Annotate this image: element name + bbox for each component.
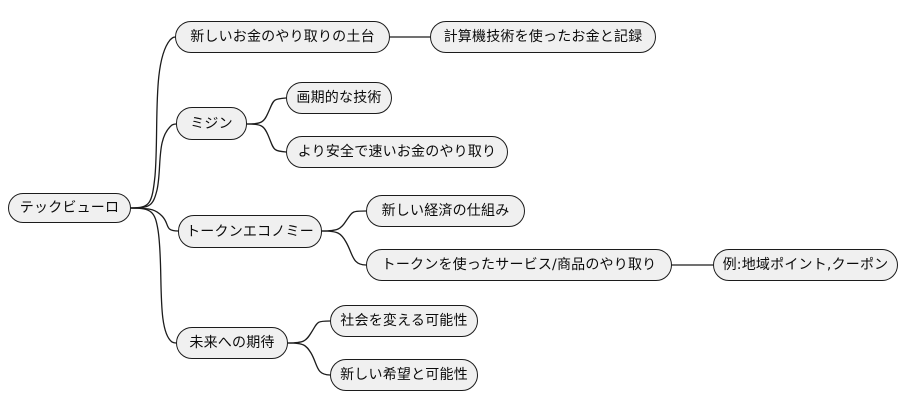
node-label: トークンを使ったサービス/商品のやり取り [381, 257, 657, 273]
mind-map-node-groundbreaking-tech[interactable]: 画期的な技術 [286, 82, 392, 114]
edge-root-to-b4 [130, 207, 177, 344]
node-label: トークンエコノミー [186, 223, 314, 240]
mind-map-node-society-change-potential[interactable]: 社会を変える可能性 [330, 305, 478, 337]
edge-root-to-b3 [130, 207, 179, 232]
edge-b4-to-b4c1 [287, 320, 331, 344]
edge-root-to-b1 [130, 36, 177, 209]
node-label: 新しいお金のやり取りの土台 [190, 29, 375, 45]
edge-root-to-b2 [130, 123, 177, 209]
edge-b4-to-b4c2 [287, 342, 331, 376]
node-label: 例:地域ポイント,クーポン [722, 257, 889, 273]
node-label: 画期的な技術 [296, 90, 382, 106]
mind-map-node-example-local-points-coupon[interactable]: 例:地域ポイント,クーポン [713, 249, 898, 281]
node-label: より安全で速いお金のやり取り [297, 144, 497, 160]
node-label: 新しい希望と可能性 [340, 367, 468, 383]
mind-map-node-token-service-goods[interactable]: トークンを使ったサービス/商品のやり取り [366, 249, 672, 281]
node-label: テックビューロ [19, 200, 120, 216]
node-label: 計算機技術を使ったお金と記録 [443, 29, 643, 45]
mind-map-node-root[interactable]: テックビューロ [8, 193, 131, 223]
mind-map-node-mijin[interactable]: ミジン [176, 107, 247, 140]
node-label: 社会を変える可能性 [340, 313, 468, 329]
node-label: 新しい経済の仕組み [381, 203, 510, 219]
edge-b2-to-b2c2 [246, 123, 287, 153]
node-label: 未来への期待 [189, 335, 275, 351]
edge-b3-to-b3c2 [321, 230, 367, 266]
mind-map-node-computing-money-record[interactable]: 計算機技術を使ったお金と記録 [430, 21, 656, 53]
mind-map-node-future-expectations[interactable]: 未来への期待 [176, 327, 288, 359]
node-label: ミジン [190, 115, 233, 132]
edge-b2-to-b2c1 [246, 97, 287, 125]
mind-map-node-token-economy[interactable]: トークンエコノミー [178, 215, 322, 248]
mind-map-node-new-money-foundation[interactable]: 新しいお金のやり取りの土台 [175, 21, 390, 53]
mind-map-node-new-hope-potential[interactable]: 新しい希望と可能性 [330, 359, 478, 391]
edge-b3-to-b3c1 [321, 210, 367, 232]
mind-map-node-safer-faster-money[interactable]: より安全で速いお金のやり取り [286, 136, 508, 168]
mind-map-node-new-economic-system[interactable]: 新しい経済の仕組み [366, 195, 525, 227]
